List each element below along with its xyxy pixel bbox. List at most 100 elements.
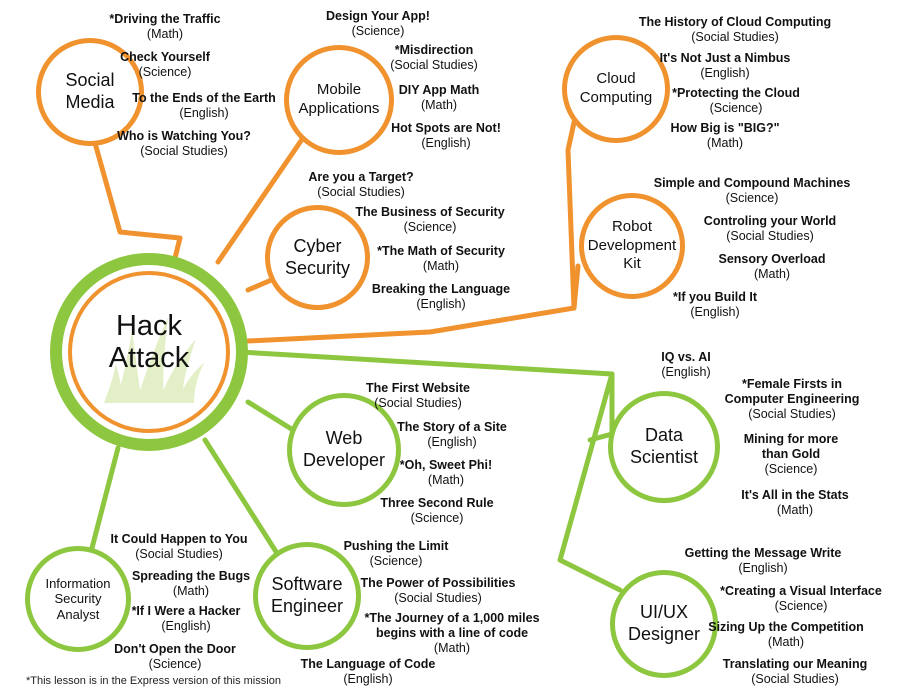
lesson-item: Don't Open the Door(Science) bbox=[114, 642, 236, 672]
lesson-item: Sizing Up the Competition(Math) bbox=[708, 620, 864, 650]
node-mobile-applications: Mobile Applications bbox=[284, 45, 394, 155]
lesson-item: *If you Build It(English) bbox=[673, 290, 757, 320]
node-label: Information Security Analyst bbox=[45, 575, 111, 622]
lesson-subject: (Math) bbox=[146, 27, 184, 41]
footnote: *This lesson is in the Express version o… bbox=[26, 675, 281, 687]
lesson-item: Translating our Meaning(Social Studies) bbox=[723, 657, 867, 687]
lesson-item: Design Your App!(Science) bbox=[326, 9, 430, 39]
lesson-title: *Creating a Visual Interface bbox=[720, 584, 882, 598]
connector-line-9 bbox=[202, 437, 283, 561]
lesson-subject: (Science) bbox=[410, 511, 464, 525]
lesson-title: Controling your World bbox=[703, 214, 837, 228]
lesson-subject: (Math) bbox=[753, 267, 791, 281]
lesson-item: The First Website(Social Studies) bbox=[366, 381, 470, 411]
lesson-subject: (Math) bbox=[767, 635, 805, 649]
lesson-item: *Oh, Sweet Phi!(Math) bbox=[400, 458, 492, 488]
lesson-subject: (English) bbox=[421, 136, 471, 150]
lesson-title: It's Not Just a Nimbus bbox=[659, 51, 791, 65]
lesson-subject: (Social Studies) bbox=[748, 407, 836, 421]
node-label: Software Engineer bbox=[270, 574, 344, 616]
lesson-item: It Could Happen to You(Social Studies) bbox=[110, 532, 247, 562]
lesson-title: Who is Watching You? bbox=[117, 129, 251, 143]
connector-line-8 bbox=[245, 399, 296, 433]
lesson-item: *Creating a Visual Interface(Science) bbox=[720, 584, 882, 614]
lesson-subject: (Social Studies) bbox=[317, 185, 405, 199]
lesson-title: IQ vs. AI bbox=[661, 350, 711, 364]
node-software-engineer: Software Engineer bbox=[253, 542, 361, 650]
lesson-subject: (Social Studies) bbox=[394, 591, 482, 605]
connector-line-1 bbox=[215, 132, 308, 265]
lesson-item: To the Ends of the Earth(English) bbox=[132, 91, 276, 121]
connector-line-4 bbox=[565, 115, 578, 311]
lesson-title: *Misdirection bbox=[394, 43, 474, 57]
connector-line-3 bbox=[225, 263, 581, 345]
lesson-item: Three Second Rule(Science) bbox=[380, 496, 493, 526]
lesson-title: DIY App Math bbox=[398, 83, 480, 97]
lesson-item: Spreading the Bugs(Math) bbox=[132, 569, 250, 599]
lesson-subject: (Social Studies) bbox=[374, 396, 462, 410]
lesson-item: Simple and Compound Machines(Science) bbox=[654, 176, 851, 206]
node-social-media: Social Media bbox=[36, 38, 144, 146]
lesson-subject: (Social Studies) bbox=[135, 547, 223, 561]
lesson-item: Sensory Overload(Math) bbox=[719, 252, 826, 282]
lesson-title: Don't Open the Door bbox=[114, 642, 236, 656]
node-data-scientist: Data Scientist bbox=[608, 391, 720, 503]
lesson-title: Getting the Message Write bbox=[684, 546, 842, 560]
lesson-item: It's Not Just a Nimbus(English) bbox=[660, 51, 791, 81]
lesson-subject: (Social Studies) bbox=[691, 30, 779, 44]
lesson-title: The Business of Security bbox=[355, 205, 505, 219]
node-information-security-analyst: Information Security Analyst bbox=[25, 546, 131, 652]
lesson-subject: (Science) bbox=[725, 191, 779, 205]
node-label: UI/UX Designer bbox=[627, 602, 701, 644]
lesson-subject: (Math) bbox=[420, 98, 458, 112]
lesson-item: *Misdirection(Social Studies) bbox=[390, 43, 478, 73]
lesson-subject: (English) bbox=[700, 66, 750, 80]
lesson-title: Spreading the Bugs bbox=[131, 569, 251, 583]
hub-title: Hack Attack bbox=[108, 310, 190, 374]
lesson-title: Pushing the Limit bbox=[343, 539, 449, 553]
node-cloud-computing: Cloud Computing bbox=[562, 35, 670, 143]
lesson-subject: (Math) bbox=[433, 641, 471, 655]
lesson-title: Sensory Overload bbox=[718, 252, 826, 266]
node-label: Mobile Applications bbox=[298, 81, 380, 117]
lesson-subject: (Math) bbox=[706, 136, 744, 150]
lesson-subject: (Social Studies) bbox=[140, 144, 228, 158]
lesson-item: Who is Watching You?(Social Studies) bbox=[117, 129, 251, 159]
lesson-item: Pushing the Limit(Science) bbox=[344, 539, 449, 569]
lesson-subject: (English) bbox=[661, 365, 711, 379]
grass-icon bbox=[104, 317, 204, 403]
lesson-item: *If I Were a Hacker(English) bbox=[132, 604, 241, 634]
lesson-title: Check Yourself bbox=[120, 50, 210, 64]
lesson-item: IQ vs. AI(English) bbox=[661, 350, 711, 380]
lesson-item: *Female Firsts in Computer Engineering(S… bbox=[725, 377, 860, 422]
lesson-title: Breaking the Language bbox=[371, 282, 511, 296]
lesson-item: Mining for more than Gold(Science) bbox=[744, 432, 838, 477]
lesson-title: *If you Build It bbox=[672, 290, 758, 304]
lesson-item: Are you a Target?(Social Studies) bbox=[308, 170, 413, 200]
lesson-item: *The Journey of a 1,000 miles begins wit… bbox=[364, 611, 539, 656]
lesson-title: *Oh, Sweet Phi! bbox=[399, 458, 493, 472]
lesson-title: The History of Cloud Computing bbox=[638, 15, 832, 29]
lesson-item: Getting the Message Write(English) bbox=[685, 546, 842, 576]
lesson-item: *The Math of Security(Math) bbox=[377, 244, 505, 274]
lesson-item: Controling your World(Social Studies) bbox=[704, 214, 836, 244]
lesson-subject: (Math) bbox=[776, 503, 814, 517]
lesson-item: Hot Spots are Not!(English) bbox=[391, 121, 501, 151]
lesson-subject: (Science) bbox=[403, 220, 457, 234]
lesson-item: The Power of Possibilities(Social Studie… bbox=[361, 576, 516, 606]
lesson-subject: (English) bbox=[738, 561, 788, 575]
lesson-title: *If I Were a Hacker bbox=[131, 604, 241, 618]
lesson-title: *Female Firsts in Computer Engineering bbox=[724, 377, 860, 406]
lesson-subject: (Science) bbox=[369, 554, 423, 568]
node-web-developer: Web Developer bbox=[287, 393, 401, 507]
lesson-subject: (Math) bbox=[422, 259, 460, 273]
lesson-subject: (English) bbox=[690, 305, 740, 319]
lesson-title: The Power of Possibilities bbox=[360, 576, 516, 590]
connector-line-7 bbox=[557, 371, 623, 593]
lesson-title: Design Your App! bbox=[326, 9, 430, 23]
lesson-subject: (Science) bbox=[138, 65, 192, 79]
lesson-title: To the Ends of the Earth bbox=[132, 91, 276, 105]
lesson-subject: (Math) bbox=[427, 473, 465, 487]
